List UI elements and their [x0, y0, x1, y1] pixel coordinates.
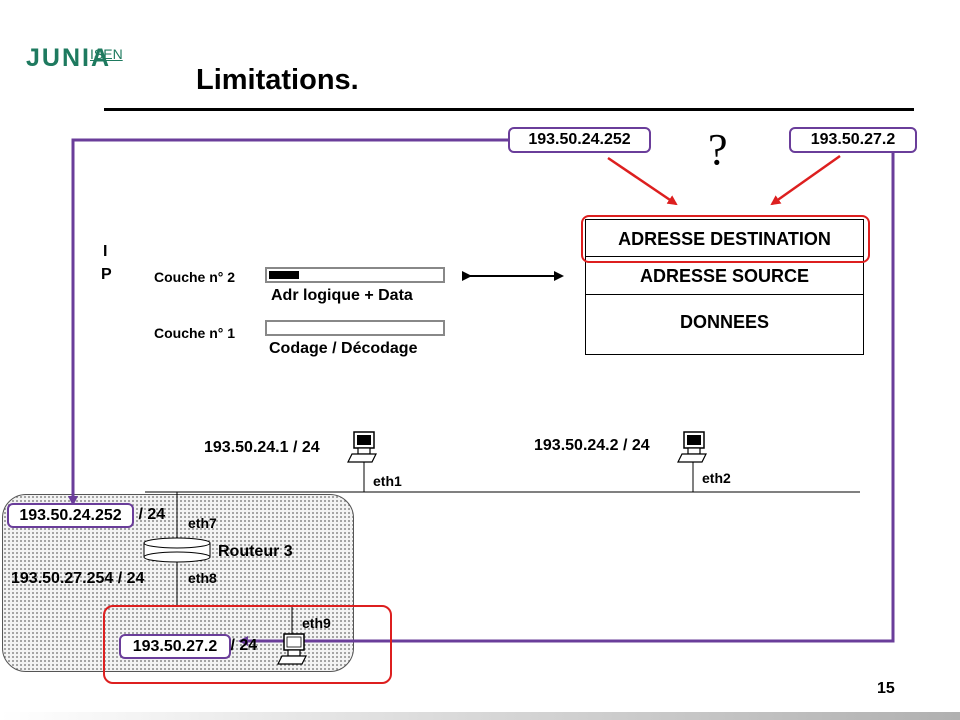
host1-ip: 193.50.24.1 / 24 — [204, 439, 320, 456]
footer-bar — [0, 712, 960, 720]
router-ip1-text: 193.50.24.252 — [19, 507, 122, 524]
router-name: Routeur 3 — [218, 543, 293, 560]
router-icon — [143, 537, 211, 563]
couche2-caption: Adr logique + Data — [271, 287, 413, 304]
ip-right-text: 193.50.27.2 — [810, 131, 896, 148]
slide-title: Limitations. — [196, 64, 359, 96]
ip-letter-i: I — [103, 243, 108, 260]
ip-left-text: 193.50.24.252 — [528, 131, 631, 148]
host3-interface: eth9 — [302, 615, 331, 631]
packet-divider-1 — [586, 256, 863, 257]
ip-letter-p: P — [101, 266, 112, 283]
dest-highlight — [581, 215, 870, 263]
packet-box: ADRESSE DESTINATION ADRESSE SOURCE DONNE… — [585, 219, 864, 355]
packet-dest: ADRESSE DESTINATION — [618, 229, 831, 249]
packet-divider-2 — [586, 294, 863, 295]
packet-source: ADRESSE SOURCE — [639, 266, 810, 286]
router-interface-eth8: eth8 — [188, 570, 217, 586]
host3-mask: / 24 — [226, 637, 258, 654]
red-arrow-right — [770, 154, 841, 206]
computer-icon-2 — [677, 431, 707, 463]
couche1-label: Couche n° 1 — [154, 325, 236, 341]
host3-ip-text: 193.50.27.2 — [132, 638, 218, 655]
question-mark: ? — [708, 125, 728, 174]
purple-arrow-left — [68, 138, 510, 506]
page-number: 15 — [877, 680, 895, 697]
couche2-bar — [265, 267, 445, 283]
host3-highlight — [103, 605, 392, 684]
router-ip1-mask: / 24 — [134, 506, 166, 523]
computer-icon-3 — [277, 633, 307, 665]
host2-ip: 193.50.24.2 / 24 — [534, 437, 650, 454]
red-arrow-left — [607, 156, 678, 206]
router-ip2: 193.50.27.254 / 24 — [11, 570, 145, 587]
router-ip1-box: 193.50.24.252 — [7, 503, 134, 528]
title-underline — [104, 108, 914, 111]
couche1-caption: Codage / Décodage — [269, 340, 418, 357]
couche1-bar — [265, 320, 445, 336]
couche2-bar-fill — [269, 271, 299, 279]
isen-logo: ISEN — [90, 46, 123, 62]
computer-icon-1 — [347, 431, 377, 463]
ip-box-left: 193.50.24.252 — [508, 127, 651, 153]
ip-box-right: 193.50.27.2 — [789, 127, 917, 153]
host2-interface: eth2 — [702, 470, 731, 486]
host1-interface: eth1 — [373, 473, 402, 489]
purple-arrow-right — [238, 152, 895, 646]
router-interface-eth7: eth7 — [188, 515, 217, 531]
couche2-label: Couche n° 2 — [154, 269, 236, 285]
host3-ip-box: 193.50.27.2 — [119, 634, 231, 659]
junia-logo: JUNIA — [26, 44, 112, 72]
packet-data: DONNEES — [679, 312, 769, 332]
